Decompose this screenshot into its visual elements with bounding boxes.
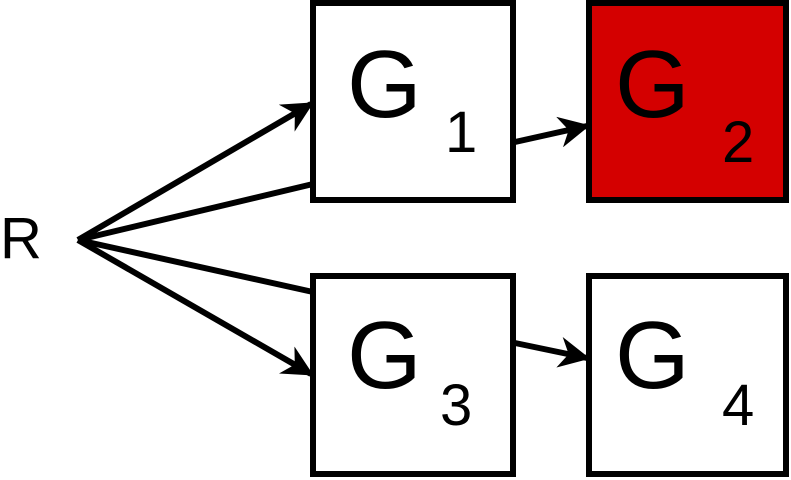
node-g2-letter: G [615, 31, 690, 138]
node-g2-box [586, 0, 789, 203]
node-g2-subscript: 2 [722, 110, 754, 175]
edge-r-to-g1-lower [77, 181, 314, 243]
node-g1-letter: G [347, 31, 422, 138]
edge-r-to-g1 [76, 101, 314, 243]
node-g1: G 1 [310, 0, 516, 203]
node-g4-box [586, 273, 789, 477]
node-g2: G 2 [586, 0, 789, 203]
edge-g3-to-g4 [514, 337, 591, 368]
node-g3: G 3 [310, 273, 516, 477]
node-g1-box [310, 0, 516, 203]
node-g4-letter: G [615, 302, 690, 409]
edge-g1-to-g2 [514, 116, 591, 148]
edge-r-to-g3 [76, 237, 314, 377]
edge-r-to-g3-upper [77, 237, 314, 295]
node-g3-subscript: 3 [440, 373, 472, 438]
node-g4: G 4 [586, 273, 789, 477]
node-g3-box [310, 273, 516, 477]
node-g3-letter: G [347, 302, 422, 409]
node-g1-subscript: 1 [445, 100, 477, 165]
root-label: R [0, 206, 42, 271]
node-g4-subscript: 4 [722, 373, 754, 438]
